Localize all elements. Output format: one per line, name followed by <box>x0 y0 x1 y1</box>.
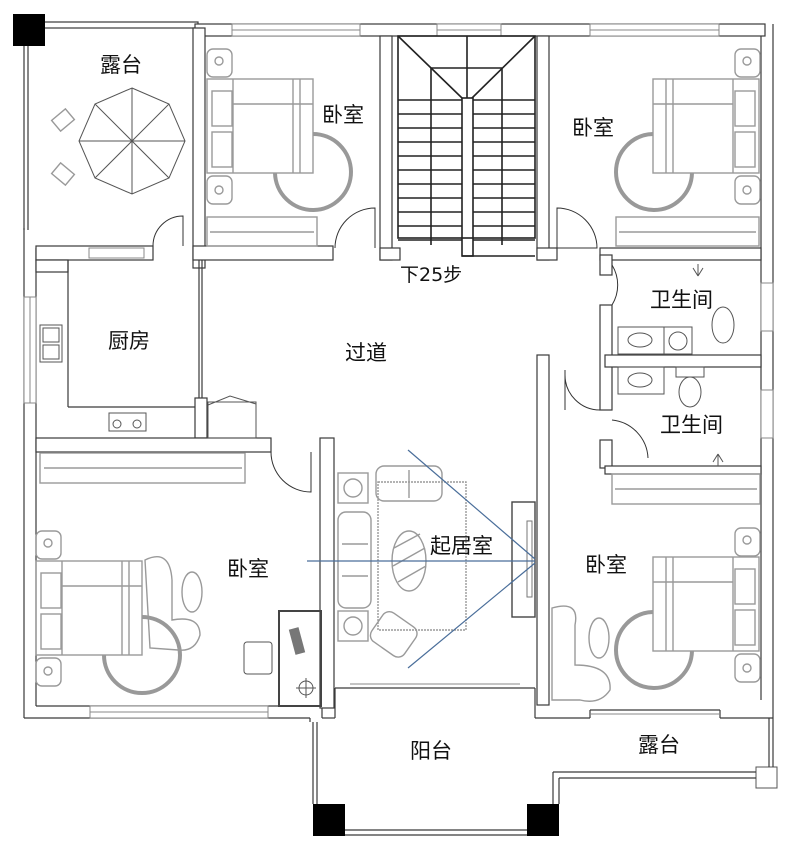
column-bottom-right <box>527 804 559 836</box>
staircase <box>397 35 536 257</box>
label-terrace-top-left: 露台 <box>100 53 142 77</box>
shower-icon <box>692 264 704 277</box>
wardrobe-bottom-left <box>39 452 246 484</box>
desk <box>243 610 322 707</box>
window <box>88 247 145 259</box>
bathroom-lower-fixtures <box>617 366 724 466</box>
rug <box>377 481 467 631</box>
bathroom-upper-fixtures <box>617 264 735 355</box>
bed-top-right <box>614 48 761 212</box>
window <box>760 282 774 332</box>
door-bedroom-top-left <box>334 207 376 249</box>
door-bathroom-upper <box>611 264 619 306</box>
label-bathroom-upper: 卫生间 <box>650 288 713 312</box>
label-stairs-down: 下25步 <box>400 264 462 286</box>
column-bottom-left <box>313 804 345 836</box>
label-bedroom-top-right: 卧室 <box>572 116 614 140</box>
window <box>760 389 774 439</box>
sofa-top <box>375 465 443 502</box>
bed-bottom-left <box>35 530 203 695</box>
tv <box>526 520 533 598</box>
living-room-furniture <box>337 465 536 658</box>
parasol-table <box>50 87 186 195</box>
bed-top-left <box>206 48 353 212</box>
label-bedroom-top-left: 卧室 <box>322 103 364 127</box>
label-bedroom-bottom-left: 卧室 <box>227 557 269 581</box>
door-bathroom-lower <box>611 419 649 459</box>
door-bedroom-top-right <box>556 207 598 249</box>
stove <box>108 412 147 432</box>
wardrobe-top-left <box>206 216 318 247</box>
chair <box>243 641 273 675</box>
sofa-left <box>337 511 372 609</box>
label-balcony: 阳台 <box>410 739 452 763</box>
label-corridor: 过道 <box>345 341 387 365</box>
doors <box>152 207 649 493</box>
door-bedroom-bottom-left <box>270 451 312 493</box>
tv-cabinet <box>511 501 536 618</box>
shower-icon <box>712 453 724 466</box>
post-bottom-right <box>755 766 778 789</box>
tv-sightlines <box>307 449 536 669</box>
label-bathroom-lower: 卫生间 <box>660 413 723 437</box>
bed-bottom-right <box>551 527 761 702</box>
label-living-room: 起居室 <box>430 534 493 558</box>
label-bedroom-bottom-right: 卧室 <box>585 553 627 577</box>
washing-machine-corridor <box>207 395 257 439</box>
label-kitchen: 厨房 <box>108 329 150 353</box>
room-labels: 露台 卧室 卧室 下25步 厨房 过道 卫生间 卫生间 卧室 起居室 卧室 阳台… <box>100 53 723 763</box>
column-top-left <box>13 14 45 46</box>
balcony-railing <box>312 718 774 836</box>
label-terrace-bottom-right: 露台 <box>638 733 680 757</box>
armchair <box>369 611 418 658</box>
door-bedroom-right <box>564 374 601 411</box>
wardrobe-top-right <box>615 216 760 247</box>
columns <box>13 14 778 836</box>
kitchen-sink <box>39 324 63 363</box>
windows <box>23 23 774 719</box>
door-terrace <box>152 215 184 247</box>
wardrobe-bottom-right <box>611 473 761 505</box>
